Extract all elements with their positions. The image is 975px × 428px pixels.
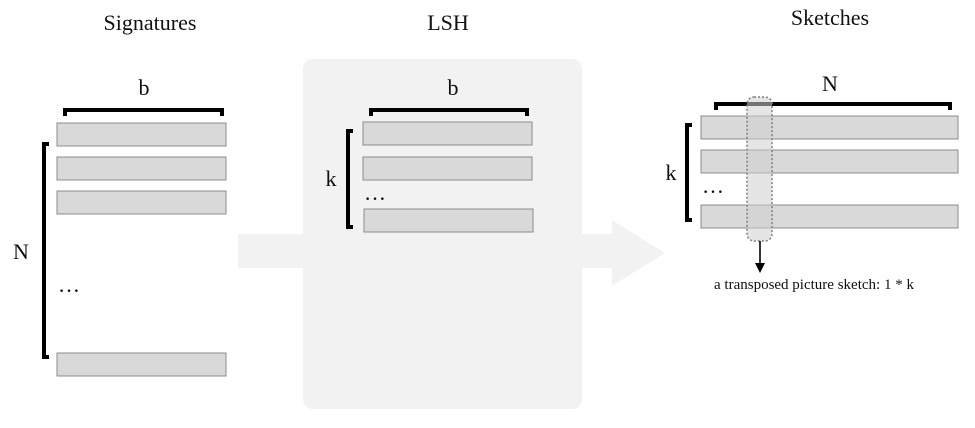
signatures-height-label: N (13, 239, 29, 264)
lsh-height-label: k (326, 166, 337, 191)
lsh-panel (303, 59, 582, 409)
lsh-height-bracket (346, 129, 353, 229)
sketch-bar (700, 149, 959, 174)
signatures-height-bracket (42, 142, 49, 359)
sketches-width-bracket (714, 102, 952, 110)
signatures-ellipsis: … (58, 272, 80, 297)
sketch-bar (700, 204, 959, 229)
down-arrow-head (755, 263, 765, 273)
signature-bar (56, 156, 227, 181)
sketch-bar (700, 115, 959, 140)
signatures-width-bracket (63, 108, 224, 116)
lsh-title: LSH (427, 10, 469, 35)
lsh-width-label: b (448, 75, 459, 100)
lsh-bar (362, 121, 533, 146)
sketches-width-label: N (822, 71, 838, 96)
transposed-column-highlight (746, 96, 773, 242)
lsh-ellipsis: … (364, 180, 386, 205)
lsh-bar (363, 208, 534, 233)
signatures-width-label: b (139, 75, 150, 100)
sketches-caption: a transposed picture sketch: 1 * k (714, 277, 914, 293)
lsh-bar (362, 156, 533, 181)
sketches-height-label: k (666, 160, 677, 185)
signature-bar (56, 352, 227, 377)
sketches-title: Sketches (791, 5, 869, 30)
signature-bar (56, 190, 227, 215)
lsh-width-bracket (369, 108, 529, 116)
signature-bar (56, 122, 227, 147)
sketches-ellipsis: … (702, 173, 724, 198)
sketches-height-bracket (685, 123, 692, 222)
signatures-title: Signatures (104, 10, 197, 35)
